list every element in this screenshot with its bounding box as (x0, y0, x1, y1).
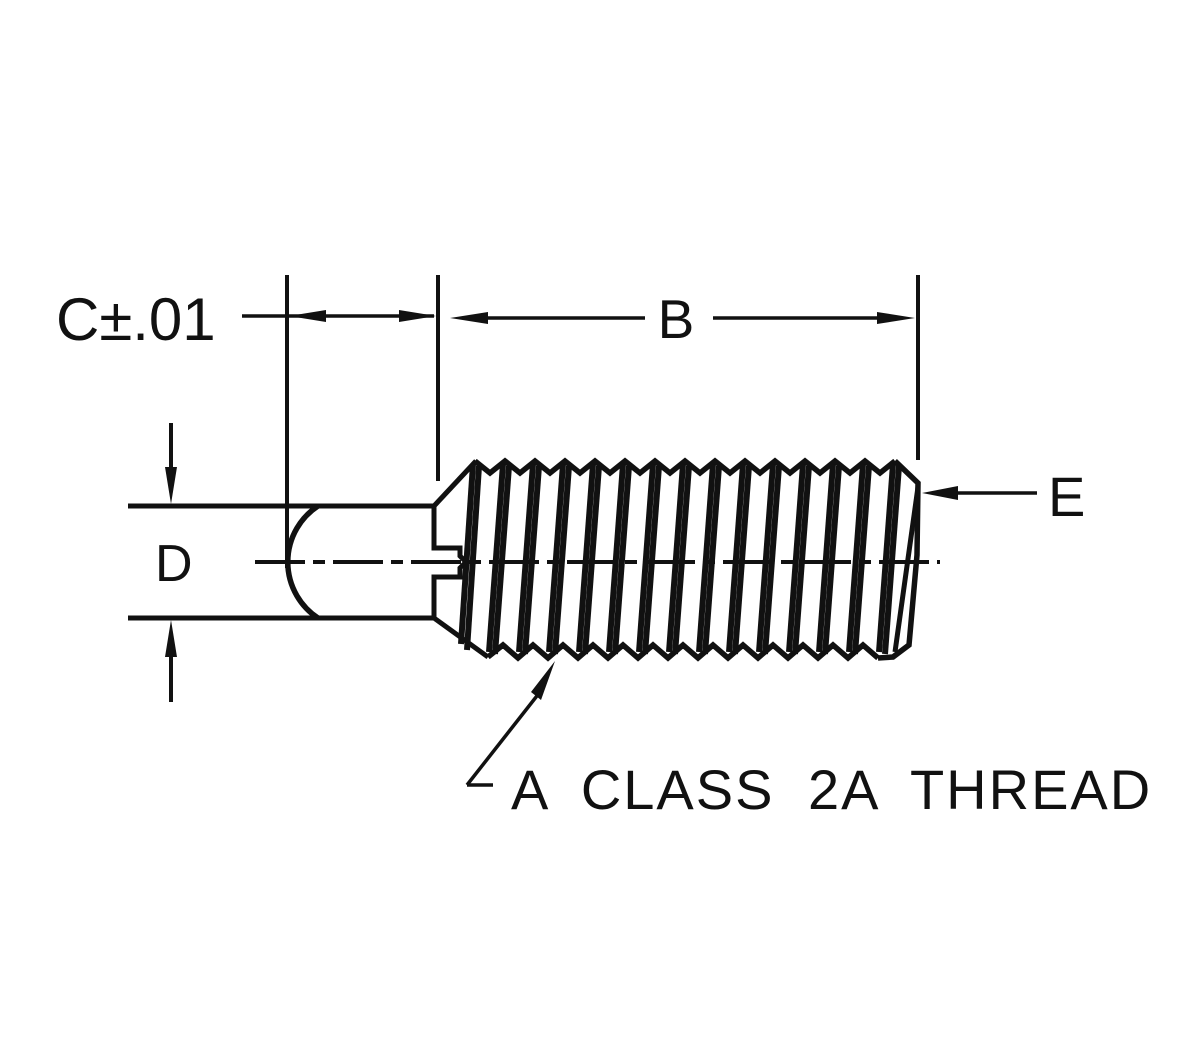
thread-flank (546, 463, 566, 653)
thread-flank (786, 463, 806, 653)
b-dimension-label: B (658, 288, 695, 350)
thread-flank (726, 463, 746, 653)
thread-crests-top (473, 457, 897, 477)
e-dimension-label: E (1048, 465, 1085, 528)
dimension-b: B (450, 275, 920, 460)
thread-flank-lines (458, 463, 902, 655)
c-dimension-label: C±.01 (56, 286, 216, 353)
b-arrowhead-right (877, 312, 915, 324)
thread-flank (846, 463, 866, 653)
thread-flank (792, 465, 812, 655)
thread-flank (522, 465, 542, 655)
e-arrowhead (922, 486, 958, 500)
dimension-d: D (155, 423, 193, 702)
thread-flank (492, 465, 512, 655)
thread-flank (486, 463, 506, 653)
thread-flank (882, 465, 902, 655)
leader-shaft (465, 690, 542, 787)
d-arrowhead-bottom (165, 620, 177, 657)
thread-flank (552, 465, 572, 655)
thread-flank (672, 465, 692, 655)
thread-note-leader: A CLASS 2A THREAD (465, 661, 1152, 821)
thread-flank (852, 465, 872, 655)
thread-flank (464, 465, 482, 651)
thread-flank (756, 463, 776, 653)
c-arrowhead-right (399, 310, 436, 322)
thread-flank (702, 465, 722, 655)
thread-flank (636, 463, 656, 653)
body-right-end (877, 459, 921, 661)
chamfer-top-left (432, 459, 478, 508)
thread-note-label: A CLASS 2A THREAD (511, 758, 1152, 821)
d-dimension-label: D (155, 535, 193, 593)
c-arrowhead-left (289, 310, 326, 322)
dimension-c: C±.01 (56, 275, 440, 568)
d-arrowhead-top (165, 467, 177, 504)
thread-flank (696, 463, 716, 653)
thread-flank (732, 465, 752, 655)
thread-flank (516, 463, 536, 653)
threaded-body (432, 457, 921, 662)
thread-flank (582, 465, 602, 655)
thread-flank (606, 463, 626, 653)
thread-flank (816, 463, 836, 653)
leader-arrowhead (531, 661, 555, 700)
thread-flank (458, 463, 476, 645)
thread-flank (876, 463, 896, 653)
thread-flank (666, 463, 686, 653)
thread-runout-line (892, 486, 921, 653)
thread-flank (612, 465, 632, 655)
thread-flank (642, 465, 662, 655)
thread-flank (762, 465, 782, 655)
thread-flank (822, 465, 842, 655)
thread-flank (576, 463, 596, 653)
dimension-e: E (922, 465, 1085, 528)
b-arrowhead-left (450, 312, 488, 324)
